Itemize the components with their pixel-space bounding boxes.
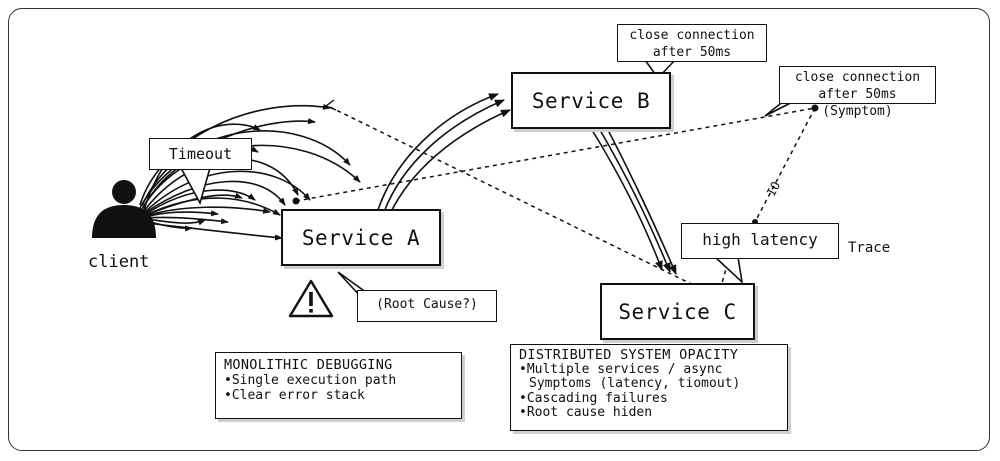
timeout-callout: Timeout — [149, 138, 252, 170]
list-item: Clear error stack — [224, 388, 453, 403]
callout-tails — [180, 59, 813, 299]
person-icon — [92, 180, 156, 238]
trace-point — [811, 104, 819, 112]
service-a-box[interactable]: Service A — [281, 209, 441, 266]
trace-point — [292, 197, 300, 205]
monolithic-debugging-note: MONOLITHIC DEBUGGING Single execution pa… — [215, 352, 462, 419]
high-latency-callout: high latency — [681, 223, 839, 259]
close-connection-symptom-callout: close connection after 50ms (Symptom) — [779, 66, 936, 119]
service-b-label: Service B — [531, 88, 651, 113]
monolithic-list: Single execution path Clear error stack — [224, 373, 453, 403]
client-label: client — [88, 252, 150, 272]
warning-triangle-icon — [288, 279, 334, 318]
root-cause-label: (Root Cause?) — [376, 297, 478, 312]
symptom-line1: close connection — [794, 70, 921, 85]
service-b-to-c-arrows — [591, 129, 677, 275]
list-item: Multiple services / async Symptoms (late… — [519, 362, 779, 392]
close-connection-line1: close connection — [629, 28, 755, 43]
trace-arrowhead — [324, 99, 337, 111]
monolithic-title: MONOLITHIC DEBUGGING — [224, 357, 393, 373]
distributed-title: DISTRIBUTED SYSTEM OPACITY — [519, 347, 739, 363]
service-a-to-b-arrows — [377, 93, 511, 215]
service-c-box[interactable]: Service C — [600, 283, 755, 340]
service-a-label: Service A — [301, 225, 421, 250]
root-cause-callout: (Root Cause?) — [357, 290, 497, 322]
distributed-list: Multiple services / async Symptoms (late… — [519, 362, 779, 421]
distributed-opacity-note: DISTRIBUTED SYSTEM OPACITY Multiple serv… — [510, 344, 788, 431]
trace-label: Trace — [848, 240, 891, 256]
list-item: Single execution path — [224, 373, 453, 388]
trace-lines — [295, 106, 816, 298]
service-b-box[interactable]: Service B — [511, 72, 671, 129]
close-connection-callout-b: close connection after 50ms — [617, 24, 767, 62]
symptom-line2: after 50ms (Symptom) — [818, 87, 897, 119]
list-item: Cascading failures — [519, 391, 779, 407]
list-item: Root cause hiden — [519, 405, 779, 421]
high-latency-label: high latency — [702, 230, 818, 249]
service-c-label: Service C — [618, 299, 737, 324]
diagram-frame — [8, 8, 990, 451]
close-connection-line2: after 50ms — [652, 45, 732, 60]
timeout-label: Timeout — [168, 145, 233, 163]
